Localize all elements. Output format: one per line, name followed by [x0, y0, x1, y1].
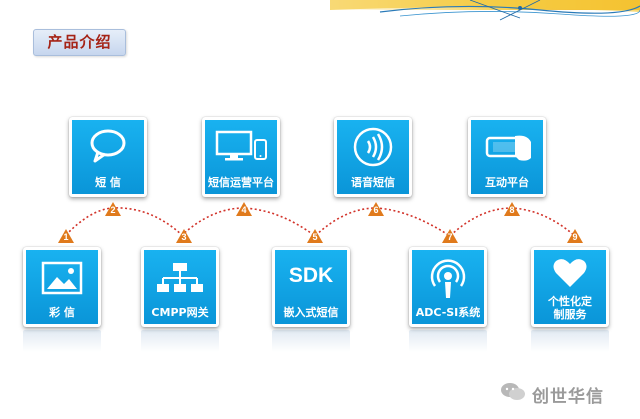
step-badge: 6: [367, 201, 385, 217]
page-title: 产品介绍: [33, 29, 126, 56]
card-reflection: [409, 330, 487, 352]
card-label: ADC-SI系统: [415, 306, 481, 319]
card-voice-sms[interactable]: 语音短信: [334, 117, 412, 197]
speech-bubble-icon: [72, 126, 144, 166]
card-cmpp-gateway[interactable]: CMPP网关: [141, 247, 219, 327]
card-label: 嵌入式短信: [283, 306, 339, 319]
card-label: 彩 信: [49, 306, 75, 319]
podcast-icon: [412, 256, 484, 302]
card-reflection: [141, 330, 219, 352]
step-badge: 7: [441, 228, 459, 244]
card-adc-si-system[interactable]: ADC-SI系统: [409, 247, 487, 327]
voice-waves-icon: [337, 126, 409, 170]
step-badge: 3: [175, 228, 193, 244]
step-badge: 5: [306, 228, 324, 244]
watermark-text: 创世华信: [532, 386, 604, 407]
card-label: 短 信: [95, 176, 121, 189]
card-sms-platform[interactable]: 短信运营平台: [202, 117, 280, 197]
sdk-text: SDK: [288, 264, 334, 287]
card-label: 互动平台: [485, 176, 529, 189]
step-badge: 9: [566, 228, 584, 244]
top-decorative-band: [0, 0, 640, 22]
step-badge: 2: [104, 201, 122, 217]
hand-phone-icon: [471, 126, 543, 166]
card-label: 语音短信: [351, 176, 395, 189]
watermark: 创世华信: [500, 382, 604, 407]
card-mms[interactable]: 彩 信: [23, 247, 101, 327]
step-badge: 8: [503, 201, 521, 217]
card-custom-service[interactable]: 个性化定制服务: [531, 247, 609, 327]
network-tree-icon: [144, 260, 216, 300]
monitor-phone-icon: [205, 126, 277, 166]
wechat-icon: [500, 382, 526, 407]
card-label: 个性化定制服务: [548, 295, 592, 321]
heart-icon: [534, 257, 606, 289]
card-reflection: [23, 330, 101, 352]
step-badge: 1: [57, 228, 75, 244]
card-label: 短信运营平台: [208, 176, 274, 189]
card-interactive-platform[interactable]: 互动平台: [468, 117, 546, 197]
card-sms[interactable]: 短 信: [69, 117, 147, 197]
card-embedded-sms[interactable]: SDK 嵌入式短信: [272, 247, 350, 327]
card-label: CMPP网关: [151, 306, 209, 319]
picture-icon: [26, 260, 98, 298]
step-badge: 4: [235, 201, 253, 217]
card-reflection: [531, 330, 609, 352]
card-reflection: [272, 330, 350, 352]
